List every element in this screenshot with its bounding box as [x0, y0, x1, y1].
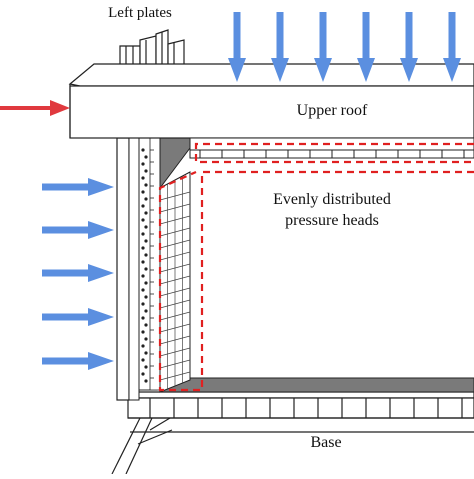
label-pressure-line1: Evenly distributed: [273, 191, 391, 208]
grid-line: [159, 191, 191, 201]
dot: [144, 211, 148, 215]
dot: [141, 148, 145, 152]
dot: [141, 218, 145, 222]
grid-line: [159, 347, 191, 357]
arrow-down-icon: [228, 58, 246, 82]
roof-push-arrow: [0, 100, 70, 116]
dot: [144, 337, 148, 341]
dot: [141, 176, 145, 180]
dot: [141, 204, 145, 208]
label-left-plates: Left plates: [108, 5, 172, 21]
label-upper-roof: Upper roof: [297, 102, 368, 119]
roof-underside-ledge: [189, 137, 474, 159]
dot: [141, 274, 145, 278]
dot: [141, 288, 145, 292]
dot: [144, 351, 148, 355]
dot: [144, 183, 148, 187]
dot: [144, 155, 148, 159]
label-pressure-line2: pressure heads: [285, 212, 379, 229]
left-plates-assembly: [116, 137, 191, 401]
dot: [144, 281, 148, 285]
label-base: Base: [310, 434, 341, 451]
dot: [141, 190, 145, 194]
arrow-right-icon: [88, 178, 114, 196]
arrow-right-icon: [88, 221, 114, 239]
dot: [141, 302, 145, 306]
grid-line: [159, 359, 191, 369]
grid-line: [159, 215, 191, 225]
grid-line: [159, 287, 191, 297]
dot: [141, 246, 145, 250]
dot: [144, 197, 148, 201]
arrow-down-icon: [357, 58, 375, 82]
dot: [144, 225, 148, 229]
base-frame: [111, 391, 474, 475]
dot: [141, 162, 145, 166]
grid-line: [159, 239, 191, 249]
dot: [141, 232, 145, 236]
dot: [144, 267, 148, 271]
grid-line: [159, 227, 191, 237]
grid-line: [159, 299, 191, 309]
dot: [141, 372, 145, 376]
dot: [144, 169, 148, 173]
dot: [144, 295, 148, 299]
dot: [141, 358, 145, 362]
side-load-arrows: [42, 178, 114, 370]
dot: [144, 323, 148, 327]
arrow-down-icon: [271, 58, 289, 82]
grid-line: [159, 323, 191, 333]
dot: [144, 253, 148, 257]
floor-shaded-strip: [158, 377, 474, 393]
dot: [141, 344, 145, 348]
arrow-down-icon: [400, 58, 418, 82]
grid-line: [159, 251, 191, 261]
dot: [144, 239, 148, 243]
grid-line: [159, 311, 191, 321]
arrow-right-icon: [88, 352, 114, 370]
upper-roof: [68, 63, 474, 139]
arrow-right-icon: [88, 308, 114, 326]
grid-line: [159, 335, 191, 345]
arrow-right-icon: [88, 264, 114, 282]
grid-line: [159, 203, 191, 213]
pressure-heads-outline: [158, 142, 474, 392]
grid-line: [159, 371, 191, 381]
dot: [144, 365, 148, 369]
dot: [144, 379, 148, 383]
grid-line: [159, 263, 191, 273]
grid-line: [159, 275, 191, 285]
dot: [144, 309, 148, 313]
arrow-down-icon: [314, 58, 332, 82]
top-load-arrows: [228, 12, 461, 82]
arrow-down-icon: [443, 58, 461, 82]
dot: [141, 316, 145, 320]
dot: [141, 330, 145, 334]
dot: [141, 260, 145, 264]
